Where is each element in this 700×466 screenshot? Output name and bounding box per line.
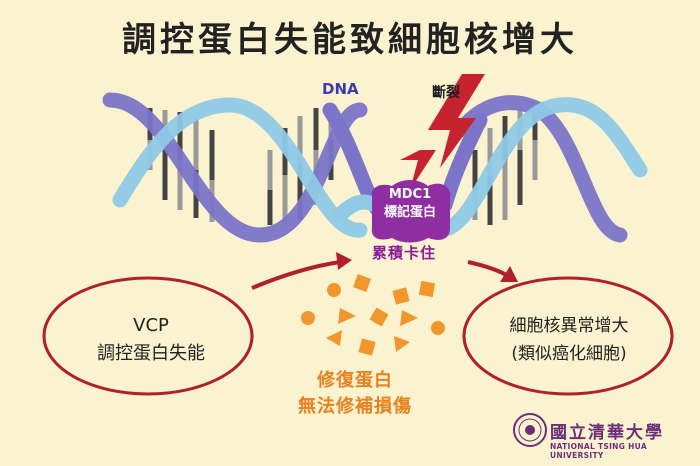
vcp-name: VCP (133, 315, 169, 336)
accumulate-label: 累積卡住 (372, 244, 437, 262)
vcp-ellipse (42, 276, 254, 396)
nucleus-ellipse (462, 276, 674, 396)
repair-text: 修復蛋白 無法修補損傷 (290, 368, 420, 420)
break-label: 斷裂 (432, 85, 460, 101)
university-name: 國立清華大學 (550, 423, 664, 443)
dna-helix (102, 92, 648, 243)
lightning-icon (428, 74, 485, 168)
dna-label: DNA (322, 80, 359, 98)
nucleus-line1: 細胞核異常增大 (509, 316, 629, 336)
vcp-desc: 調控蛋白失能 (97, 343, 205, 364)
page-title: 調控蛋白失能致細胞核增大 (122, 20, 578, 60)
nucleus-line2: (類似癌化細胞) (511, 344, 627, 364)
repair-line2: 無法修補損傷 (298, 396, 412, 417)
university-english: NATIONAL TSING HUA UNIVERSITY (550, 442, 647, 460)
mdc1-desc: 標記蛋白 (383, 205, 436, 220)
university-logo-icon (513, 413, 547, 447)
vcp-text: VCP 調控蛋白失能 (56, 312, 246, 368)
mdc1-label: MDC1 標記蛋白 (370, 186, 450, 236)
nucleus-text: 細胞核異常增大 (類似癌化細胞) (474, 312, 664, 368)
mdc1-name: MDC1 (388, 187, 432, 202)
repair-line1: 修復蛋白 (317, 370, 393, 391)
lightning-fragment-icon (400, 150, 436, 190)
arrows (251, 252, 518, 290)
repair-proteins (301, 274, 445, 356)
mdc1-blob (371, 180, 451, 243)
